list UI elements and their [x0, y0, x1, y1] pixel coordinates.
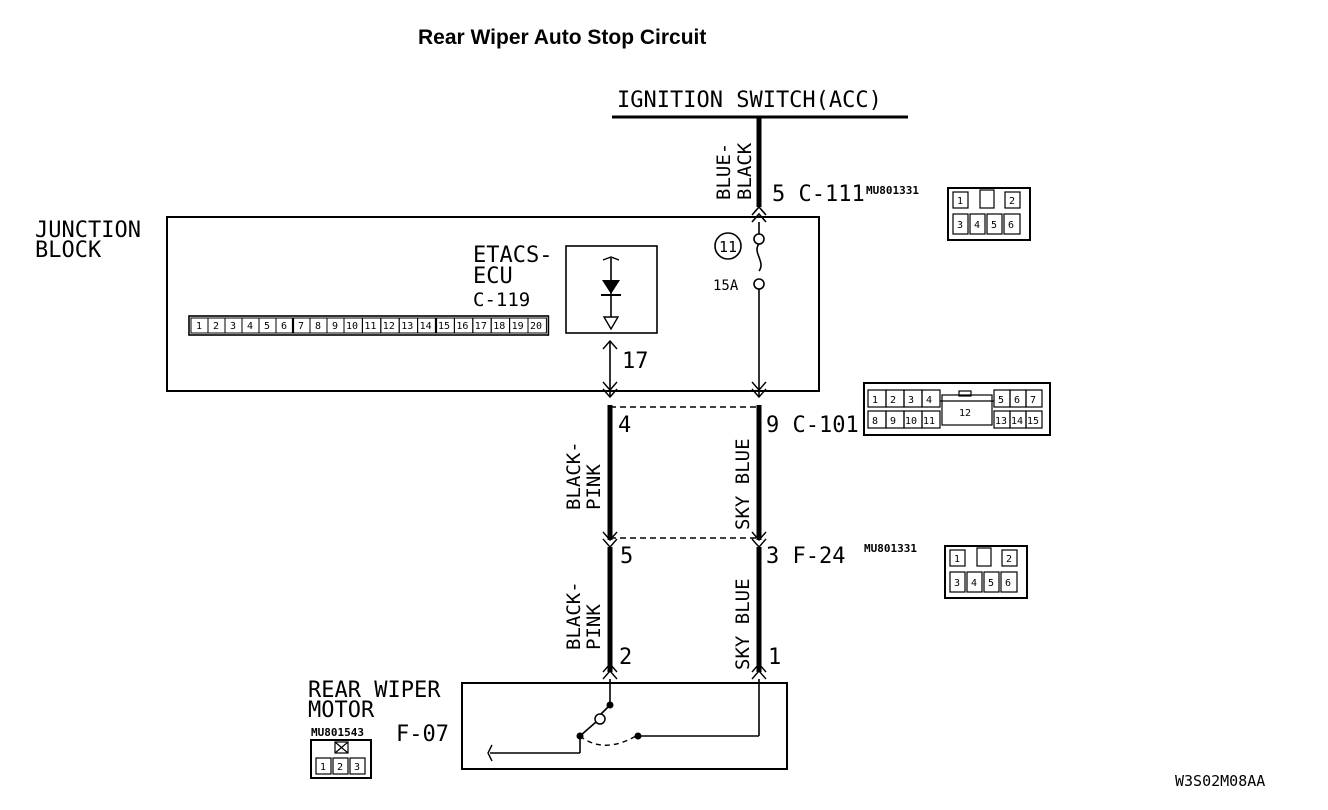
arrow-c101-left-top [602, 381, 618, 399]
svg-text:6: 6 [1008, 220, 1014, 231]
svg-text:10: 10 [346, 321, 358, 332]
junction-block [166, 216, 820, 392]
connector-face-c111: 1 2 3 4 5 6 [947, 187, 1031, 241]
svg-text:6: 6 [1005, 578, 1011, 589]
arrow-c101-right-top [751, 381, 767, 399]
wire-label-blue-black-2: BLACK [734, 142, 756, 200]
arrow-motor-right [751, 662, 767, 680]
wire-label-sky-blue-lower: SKY BLUE [732, 578, 754, 670]
svg-text:2: 2 [337, 762, 343, 773]
svg-text:3: 3 [957, 220, 963, 231]
svg-text:4: 4 [971, 578, 977, 589]
motor-label-1: REAR WIPER [308, 678, 441, 703]
svg-text:9: 9 [890, 416, 896, 427]
svg-text:15: 15 [1027, 416, 1039, 427]
pin-label-f24-left: 5 [620, 544, 633, 569]
svg-text:18: 18 [493, 321, 505, 332]
svg-text:2: 2 [890, 395, 896, 406]
svg-text:5: 5 [998, 395, 1004, 406]
svg-text:14: 14 [1011, 416, 1023, 427]
svg-text:15A: 15A [713, 278, 739, 294]
pin-label-etacs-17: 17 [622, 349, 649, 374]
svg-text:1: 1 [872, 395, 878, 406]
svg-text:20: 20 [530, 321, 542, 332]
connector-face-f24: 1 2 3 4 5 6 [944, 545, 1028, 599]
svg-text:3: 3 [908, 395, 914, 406]
diagram-title: Rear Wiper Auto Stop Circuit [418, 26, 706, 49]
svg-text:9: 9 [332, 321, 338, 332]
svg-text:3: 3 [954, 578, 960, 589]
svg-text:1: 1 [957, 196, 963, 207]
svg-text:1: 1 [954, 554, 960, 565]
svg-text:10: 10 [905, 416, 917, 427]
pin-label-c101-right: 9 C-101 [766, 413, 859, 438]
wire-label-black-pink-upper-1: BLACK- [563, 441, 585, 510]
svg-text:8: 8 [872, 416, 878, 427]
svg-text:14: 14 [420, 321, 432, 332]
svg-text:11: 11 [364, 321, 376, 332]
svg-text:17: 17 [475, 321, 487, 332]
rear-wiper-motor-box [461, 682, 788, 770]
junction-block-label-1: JUNCTION [35, 218, 141, 243]
svg-text:4: 4 [247, 321, 253, 332]
pin-label-f24-right: 3 F-24 [766, 544, 845, 569]
connector-face-motor: 1 2 3 [310, 739, 372, 779]
svg-text:13: 13 [995, 416, 1007, 427]
etacs-connector-label: C-119 [473, 289, 530, 311]
svg-text:5: 5 [264, 321, 270, 332]
motor-label-2: MOTOR [308, 698, 375, 723]
svg-text:2: 2 [1006, 554, 1012, 565]
svg-text:4: 4 [926, 395, 932, 406]
svg-text:12: 12 [959, 408, 971, 419]
svg-text:5: 5 [991, 220, 997, 231]
svg-text:16: 16 [456, 321, 468, 332]
etacs-ecu-box [565, 245, 658, 334]
part-number-f24: MU801331 [864, 542, 917, 555]
pin-label-motor-right: 1 [768, 645, 781, 670]
svg-text:6: 6 [281, 321, 287, 332]
connector-arrow-c111 [751, 205, 767, 223]
svg-text:2: 2 [1009, 196, 1015, 207]
wire-label-black-pink-lower-2: PINK [583, 604, 605, 650]
svg-text:3: 3 [354, 762, 360, 773]
motor-connector-label: F-07 [396, 722, 449, 747]
svg-text:7: 7 [1030, 395, 1036, 406]
pin-label-motor-left: 2 [619, 645, 632, 670]
pin-label-c111: 5 C-111 [772, 182, 865, 207]
wire-label-black-pink-lower-1: BLACK- [563, 581, 585, 650]
wire-label-sky-blue-upper: SKY BLUE [732, 438, 754, 530]
auto-stop-switch-icon [487, 679, 760, 762]
etacs-label-2: ECU [473, 264, 513, 289]
etacs-label-1: ETACS- [473, 243, 552, 268]
power-source-label: IGNITION SWITCH(ACC) [617, 88, 882, 113]
svg-text:1: 1 [320, 762, 326, 773]
svg-text:13: 13 [401, 321, 413, 332]
diagram-code: W3S02M08AA [1175, 772, 1265, 790]
svg-text:7: 7 [298, 321, 304, 332]
diode-icon [601, 256, 621, 331]
arrow-motor-left [602, 662, 618, 680]
svg-text:11: 11 [719, 238, 737, 256]
part-number-c111: MU801331 [866, 184, 919, 197]
pin-label-c101-left: 4 [618, 413, 631, 438]
part-number-motor: MU801543 [311, 726, 364, 739]
svg-text:2: 2 [213, 321, 219, 332]
svg-text:12: 12 [383, 321, 395, 332]
svg-text:1: 1 [196, 321, 202, 332]
wire-label-blue-black-1: BLUE- [713, 143, 735, 200]
svg-text:8: 8 [315, 321, 321, 332]
svg-text:15: 15 [438, 321, 450, 332]
svg-text:6: 6 [1014, 395, 1020, 406]
fuse-icon: 11 15A [713, 222, 765, 294]
svg-text:19: 19 [512, 321, 524, 332]
svg-text:3: 3 [230, 321, 236, 332]
svg-text:11: 11 [923, 416, 935, 427]
svg-text:5: 5 [988, 578, 994, 589]
wire-label-black-pink-upper-2: PINK [583, 464, 605, 510]
svg-text:4: 4 [974, 220, 980, 231]
junction-block-label-2: BLOCK [35, 238, 102, 263]
